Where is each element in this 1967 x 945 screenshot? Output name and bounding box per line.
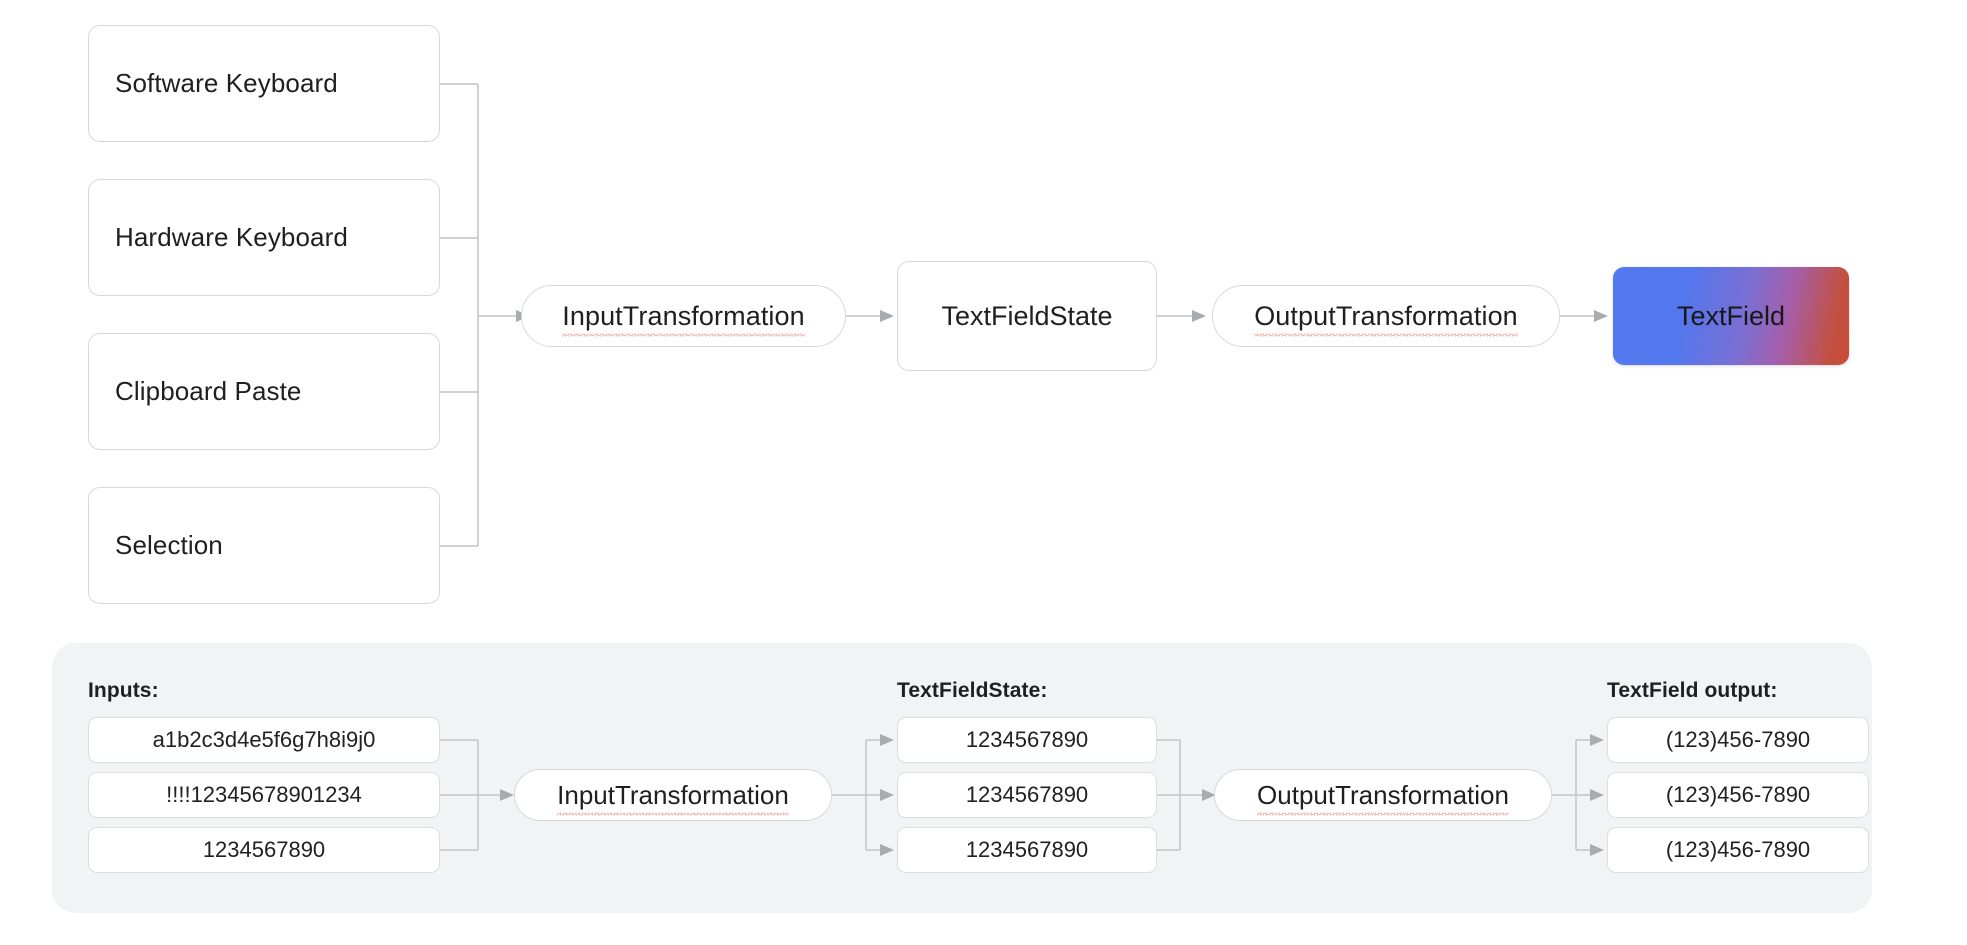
source-box-software-keyboard[interactable]: Software Keyboard bbox=[88, 25, 440, 142]
input-value: a1b2c3d4e5f6g7h8i9j0 bbox=[152, 727, 376, 752]
panel-node-output-transformation[interactable]: OutputTransformation bbox=[1214, 769, 1552, 821]
source-label: Clipboard Paste bbox=[115, 376, 302, 406]
source-box-clipboard-paste[interactable]: Clipboard Paste bbox=[88, 333, 440, 450]
state-value-box[interactable]: 1234567890 bbox=[897, 827, 1157, 873]
source-label: Hardware Keyboard bbox=[115, 222, 348, 252]
state-value: 1234567890 bbox=[965, 727, 1089, 752]
source-box-hardware-keyboard[interactable]: Hardware Keyboard bbox=[88, 179, 440, 296]
node-label: TextFieldState bbox=[941, 300, 1113, 331]
output-value: (123)456-7890 bbox=[1665, 727, 1811, 752]
input-value: !!!!12345678901234 bbox=[166, 782, 362, 807]
node-output-transformation[interactable]: OutputTransformation bbox=[1212, 285, 1560, 347]
state-value-box[interactable]: 1234567890 bbox=[897, 717, 1157, 763]
column-title-textfieldstate: TextFieldState: bbox=[897, 679, 1048, 702]
node-label: TextField bbox=[1676, 300, 1786, 331]
source-label: Selection bbox=[115, 530, 223, 560]
node-textfield[interactable]: TextField bbox=[1613, 267, 1849, 365]
state-value-box[interactable]: 1234567890 bbox=[897, 772, 1157, 818]
node-label: InputTransformation bbox=[557, 779, 789, 816]
input-value-box[interactable]: 1234567890 bbox=[88, 827, 440, 873]
node-label: InputTransformation bbox=[562, 300, 805, 337]
column-title-inputs: Inputs: bbox=[88, 679, 159, 702]
state-value: 1234567890 bbox=[965, 837, 1089, 862]
input-value-box[interactable]: a1b2c3d4e5f6g7h8i9j0 bbox=[88, 717, 440, 763]
output-value-box[interactable]: (123)456-7890 bbox=[1607, 827, 1869, 873]
panel-node-input-transformation[interactable]: InputTransformation bbox=[514, 769, 832, 821]
output-value: (123)456-7890 bbox=[1665, 782, 1811, 807]
output-value-box[interactable]: (123)456-7890 bbox=[1607, 772, 1869, 818]
column-title-textfield-output: TextField output: bbox=[1607, 679, 1778, 702]
node-textfieldstate[interactable]: TextFieldState bbox=[897, 261, 1157, 371]
input-value-box[interactable]: !!!!12345678901234 bbox=[88, 772, 440, 818]
node-label: OutputTransformation bbox=[1254, 300, 1518, 337]
source-label: Software Keyboard bbox=[115, 68, 338, 98]
node-label: OutputTransformation bbox=[1257, 779, 1509, 816]
input-value: 1234567890 bbox=[202, 837, 326, 862]
source-box-selection[interactable]: Selection bbox=[88, 487, 440, 604]
state-value: 1234567890 bbox=[965, 782, 1089, 807]
output-value: (123)456-7890 bbox=[1665, 837, 1811, 862]
node-input-transformation[interactable]: InputTransformation bbox=[521, 285, 846, 347]
output-value-box[interactable]: (123)456-7890 bbox=[1607, 717, 1869, 763]
